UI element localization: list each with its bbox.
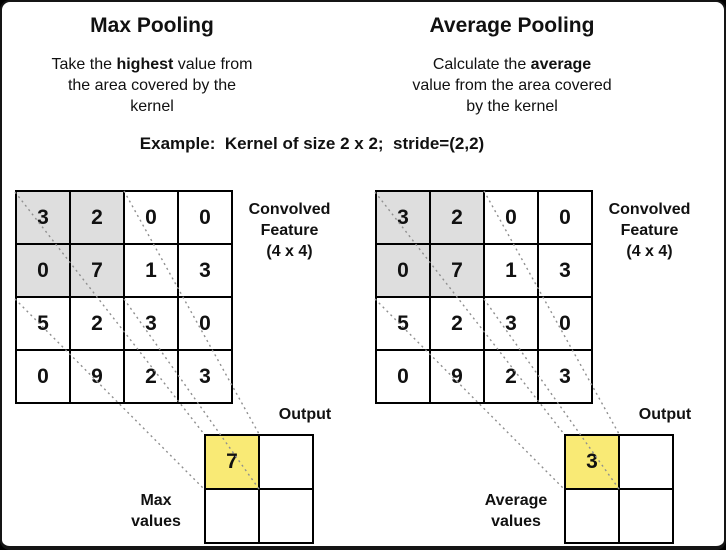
output-cell [620, 436, 672, 488]
output-label: Output [278, 406, 332, 423]
grid-cell: 2 [125, 351, 177, 402]
grid-cell: 5 [377, 298, 429, 349]
description-line: Calculate the average [432, 56, 592, 73]
output-cell [566, 490, 618, 542]
kernel-window-cell: 3 [377, 192, 429, 243]
grid-cell: 2 [71, 298, 123, 349]
description-line: the area covered by the [67, 77, 237, 94]
kernel-window-cell: 7 [431, 245, 483, 296]
example-caption: Example: Kernel of size 2 x 2; stride=(2… [139, 134, 485, 153]
grid-cell: 9 [431, 351, 483, 402]
grid-cell: 0 [179, 192, 231, 243]
kernel-window-cell: 0 [377, 245, 429, 296]
average-pooling-description: Calculate the average value from the are… [362, 54, 662, 117]
convolved-feature-label: Convolved Feature (4 x 4) [248, 201, 331, 260]
average-values-caption: Average values [484, 492, 548, 530]
panel-average-pooling: Average Pooling Calculate the average va… [362, 2, 724, 546]
max-pooling-description: Take the highest value from the area cov… [2, 54, 302, 117]
max-values-caption: Max values [131, 492, 181, 530]
description-line: value from the area covered [412, 77, 612, 94]
grid-cell: 9 [71, 351, 123, 402]
grid-cell: 2 [485, 351, 537, 402]
description-line: kernel [130, 98, 174, 115]
grid-cell: 3 [485, 298, 537, 349]
grid-cell: 3 [179, 351, 231, 402]
grid-cell: 1 [485, 245, 537, 296]
grid-cell: 0 [17, 351, 69, 402]
grid-cell: 0 [179, 298, 231, 349]
grid-cell: 3 [539, 351, 591, 402]
output-grid: 7 [204, 434, 314, 544]
grid-cell: 5 [17, 298, 69, 349]
convolved-feature-label: Convolved Feature (4 x 4) [608, 201, 691, 260]
output-cell [206, 490, 258, 542]
kernel-window-cell: 2 [71, 192, 123, 243]
kernel-window-cell: 7 [71, 245, 123, 296]
grid-cell: 3 [539, 245, 591, 296]
max-pooling-title: Max Pooling [90, 14, 214, 37]
grid-cell: 0 [539, 192, 591, 243]
highlighted-output-cell: 7 [206, 436, 258, 488]
average-pooling-title: Average Pooling [429, 14, 595, 37]
grid-cell: 1 [125, 245, 177, 296]
kernel-window-cell: 0 [17, 245, 69, 296]
output-grid: 3 [564, 434, 674, 544]
output-cell [620, 490, 672, 542]
grid-cell: 0 [539, 298, 591, 349]
grid-cell: 3 [179, 245, 231, 296]
convolved-feature-grid: 3 2 0 0 0 7 1 3 5 2 3 0 0 9 2 3 [15, 190, 233, 404]
panel-max-pooling: Max Pooling Take the highest value from … [2, 2, 365, 546]
grid-cell: 0 [485, 192, 537, 243]
output-cell [260, 436, 312, 488]
highlighted-output-cell: 3 [566, 436, 618, 488]
kernel-window-cell: 2 [431, 192, 483, 243]
grid-cell: 2 [431, 298, 483, 349]
output-cell [260, 490, 312, 542]
grid-cell: 3 [125, 298, 177, 349]
description-line: Take the highest value from [51, 56, 253, 73]
output-label: Output [638, 406, 692, 423]
kernel-window-cell: 3 [17, 192, 69, 243]
grid-cell: 0 [377, 351, 429, 402]
grid-cell: 0 [125, 192, 177, 243]
convolved-feature-grid: 3 2 0 0 0 7 1 3 5 2 3 0 0 9 2 3 [375, 190, 593, 404]
description-line: by the kernel [466, 98, 558, 115]
